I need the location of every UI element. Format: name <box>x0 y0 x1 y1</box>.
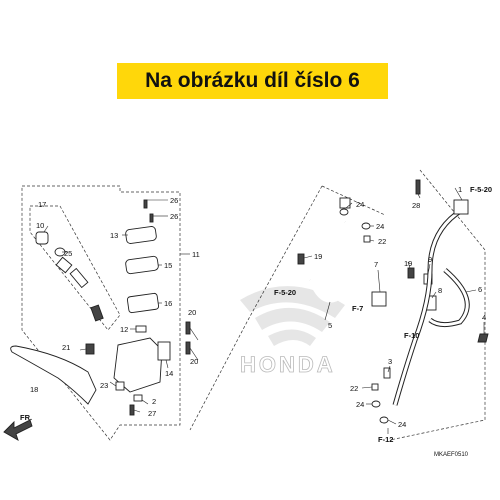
callout-26a: 26 <box>170 196 178 205</box>
hose-joint-1 <box>453 199 469 215</box>
callout-5: 5 <box>328 321 332 330</box>
front-direction-label: FR. <box>20 413 32 422</box>
diaphragm-plate-15 <box>125 255 159 275</box>
hose-frame-right <box>389 169 486 441</box>
bolt-28 <box>415 179 421 195</box>
hose-joint-3 <box>383 367 391 379</box>
diagram-code: MKAEF0510 <box>434 452 469 458</box>
ref-f-12: F-12 <box>378 435 393 444</box>
callout-16: 16 <box>164 299 172 308</box>
leader-lines <box>43 187 485 434</box>
washer-24c <box>371 400 381 408</box>
hose-joint-top <box>339 197 351 209</box>
callout-12: 12 <box>120 325 128 334</box>
washer-24b <box>361 222 371 230</box>
bolt-12 <box>135 325 147 333</box>
bolt-22a <box>363 235 371 243</box>
switch-23 <box>115 381 125 391</box>
washer-24a <box>339 208 349 216</box>
callout-9: 9 <box>428 255 432 264</box>
callout-24c: 24 <box>356 400 364 409</box>
callout-24d: 24 <box>398 420 406 429</box>
piston-cap-10 <box>35 231 49 245</box>
callout-7: 7 <box>374 260 378 269</box>
callout-22a: 22 <box>378 237 386 246</box>
callout-22b: 22 <box>350 384 358 393</box>
spring-part <box>90 304 104 322</box>
inner-kit-frame <box>29 205 121 331</box>
callout-3: 3 <box>388 357 392 366</box>
callout-1: 1 <box>458 185 462 194</box>
callout-11: 11 <box>192 250 200 259</box>
ref-f-10: F-10 <box>404 331 419 340</box>
callout-20a: 20 <box>188 308 196 317</box>
ref-f-5-20-top: F-5-20 <box>470 185 492 194</box>
washer-24d <box>379 416 389 424</box>
brake-lever-18 <box>10 345 97 405</box>
hose-assembly-frame <box>189 185 386 431</box>
hose-clamp-7 <box>371 291 387 307</box>
callout-6: 6 <box>478 285 482 294</box>
bolt-22b <box>371 383 379 391</box>
callout-2: 2 <box>152 397 156 406</box>
pivot-2 <box>133 394 143 402</box>
bolt-19b <box>407 267 415 279</box>
piston-part <box>55 256 73 274</box>
diaphragm-16 <box>126 292 160 314</box>
callout-27: 27 <box>148 409 156 418</box>
callout-13: 13 <box>110 231 118 240</box>
piston-body <box>69 267 89 289</box>
ref-f-7: F-7 <box>352 304 363 313</box>
callout-20b: 20 <box>190 357 198 366</box>
bolt-20a <box>185 321 191 335</box>
callout-21: 21 <box>62 343 70 352</box>
callout-10: 10 <box>36 221 44 230</box>
master-cylinder-frame <box>21 185 181 441</box>
callout-8: 8 <box>438 286 442 295</box>
callout-23: 23 <box>100 381 108 390</box>
screw-26a <box>143 199 148 209</box>
screw-27 <box>129 404 135 416</box>
reservoir-cap-13 <box>125 226 157 244</box>
bolt-20b <box>185 341 191 355</box>
bolt-21 <box>85 343 95 355</box>
master-cylinder-body <box>113 337 163 393</box>
front-arrow-icon <box>3 419 33 441</box>
callout-24b: 24 <box>376 222 384 231</box>
callout-15: 15 <box>164 261 172 270</box>
holder-14 <box>157 341 171 361</box>
callout-17: 17 <box>38 200 46 209</box>
title-banner: Na obrázku díl číslo 6 <box>117 63 388 99</box>
clip-4 <box>477 333 489 343</box>
ref-f-5-20-left: F-5-20 <box>274 288 296 297</box>
callout-24a: 24 <box>356 200 364 209</box>
callout-28: 28 <box>412 201 420 210</box>
callout-4: 4 <box>482 313 486 322</box>
honda-watermark-text: HONDA <box>240 352 336 377</box>
callout-25: 25 <box>64 249 72 258</box>
callout-19b: 19 <box>404 259 412 268</box>
callout-26b: 26 <box>170 212 178 221</box>
callout-18: 18 <box>30 385 38 394</box>
callout-14: 14 <box>165 369 173 378</box>
screw-26b <box>149 213 154 223</box>
callout-19a: 19 <box>314 252 322 261</box>
bolt-19a <box>297 253 305 265</box>
